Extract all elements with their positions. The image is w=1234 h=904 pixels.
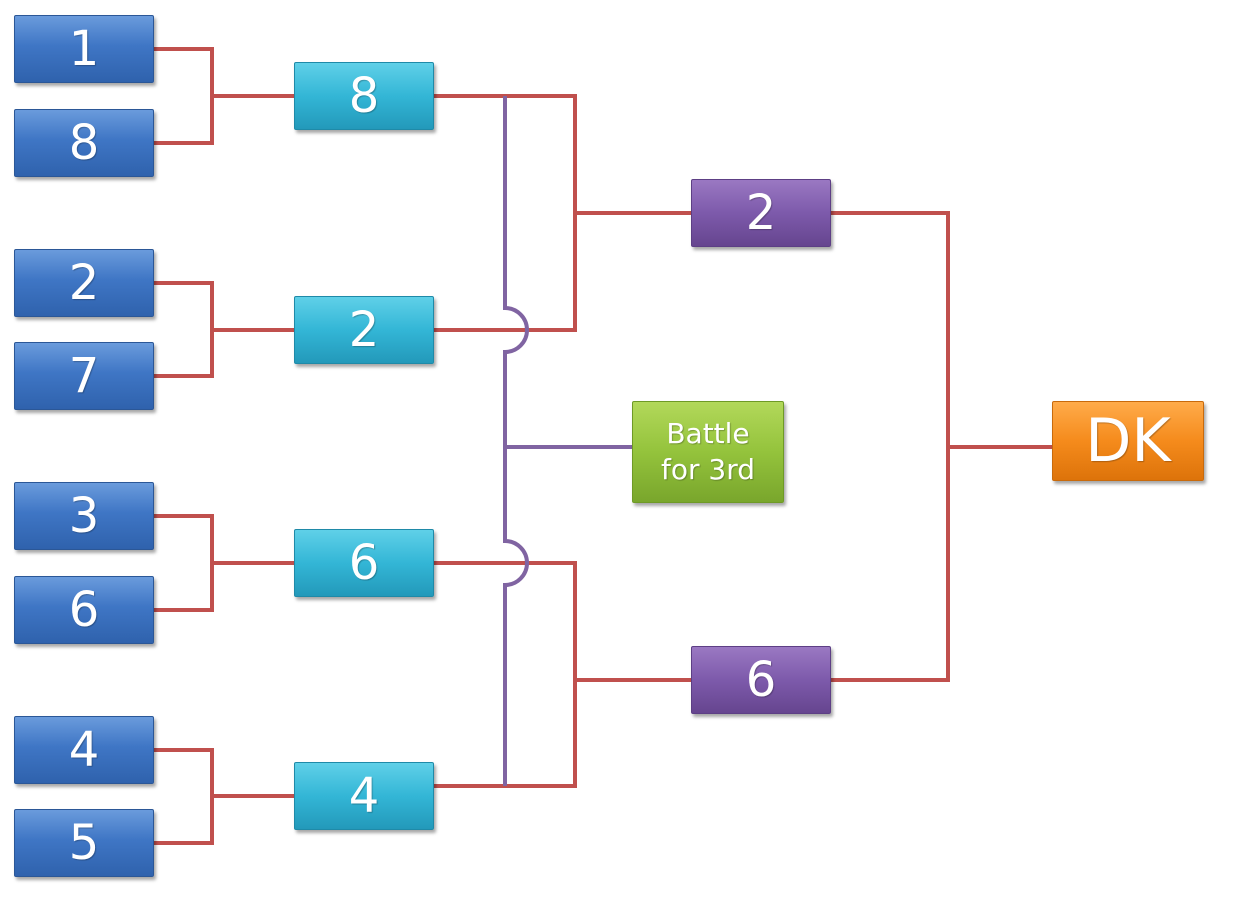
connector-r1-pair-3 (154, 514, 294, 612)
seed-box-5: 5 (14, 809, 154, 877)
connector-r1-pair-4 (154, 748, 294, 845)
seed-box-6: 6 (14, 576, 154, 644)
seed-box-7: 7 (14, 342, 154, 410)
third-place-line-1: Battle (666, 416, 750, 450)
third-place-line-2: for 3rd (660, 453, 755, 486)
seed-box-2: 2 (14, 249, 154, 317)
round2-box-3: 6 (294, 529, 434, 597)
third-place-box: Battle for 3rd (632, 401, 784, 503)
round2-box-1: 8 (294, 62, 434, 130)
connector-r2-bottom (434, 561, 691, 788)
champion-box: DK (1052, 401, 1204, 481)
connector-final (831, 211, 1052, 682)
connector-third-vertical (503, 96, 529, 786)
connector-r1-pair-1 (154, 47, 294, 145)
seed-box-8: 8 (14, 109, 154, 177)
seed-box-1: 1 (14, 15, 154, 83)
round2-box-2: 2 (294, 296, 434, 364)
seed-box-4: 4 (14, 716, 154, 784)
connector-r1-pair-2 (154, 281, 294, 378)
round2-box-4: 4 (294, 762, 434, 830)
round3-box-bottom: 6 (691, 646, 831, 714)
connector-r2-top (434, 94, 691, 332)
seed-box-3: 3 (14, 482, 154, 550)
round3-box-top: 2 (691, 179, 831, 247)
